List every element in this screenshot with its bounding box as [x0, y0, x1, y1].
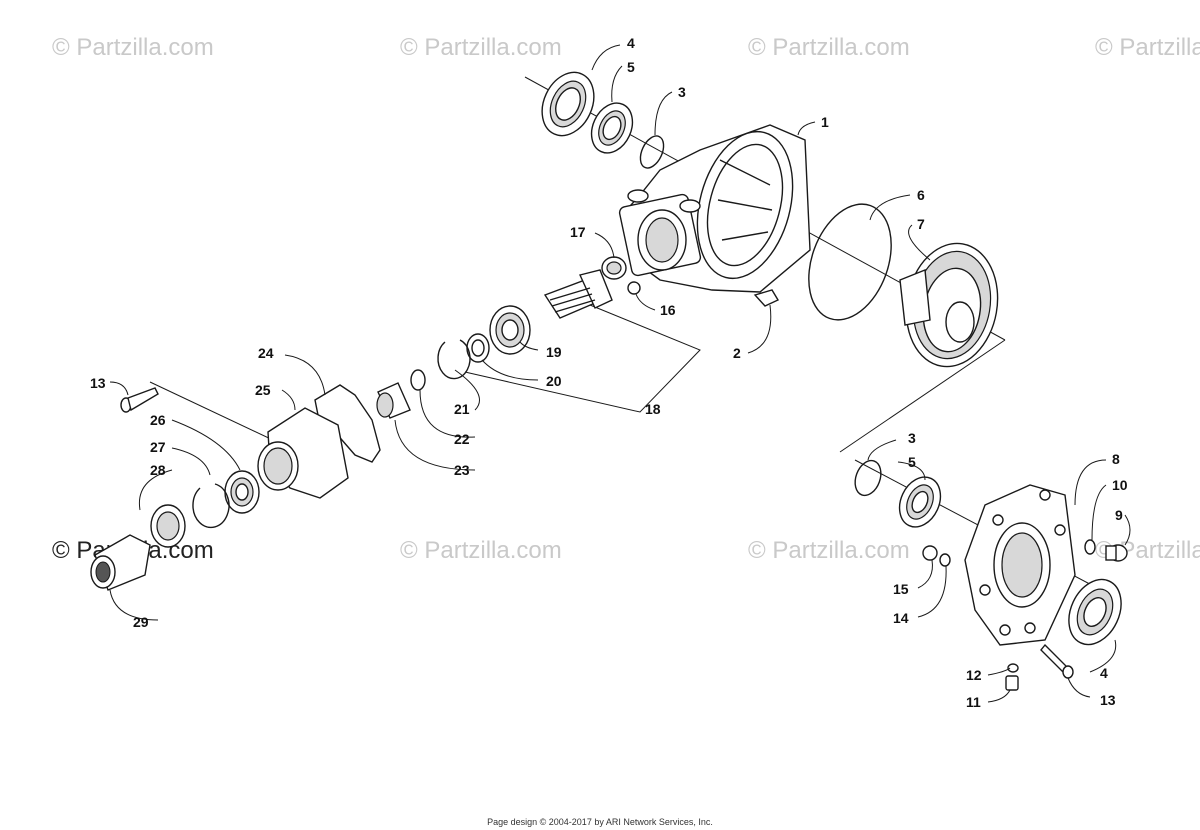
pinion-gear	[543, 269, 613, 319]
washer-part-10	[1084, 539, 1096, 555]
shim-part-3-top	[639, 135, 665, 169]
plug-part-15	[922, 545, 938, 561]
plug-part-16	[627, 281, 641, 295]
callout-26: 26	[150, 412, 166, 428]
callout-14: 14	[893, 610, 909, 626]
plug-part-9	[1105, 544, 1128, 562]
watermark: © Partzilla.com	[748, 34, 910, 61]
callout-3: 3	[678, 84, 686, 100]
washer-part-12	[1007, 663, 1019, 673]
o-ring-part-6	[808, 203, 892, 321]
callout-20: 20	[546, 373, 562, 389]
callout-13: 13	[90, 375, 106, 391]
watermark: © Partzilla.com	[400, 34, 562, 61]
seal-part-4-right	[1068, 578, 1122, 646]
callout-13-right: 13	[1100, 692, 1116, 708]
bearing-part-26	[224, 470, 260, 514]
callout-29: 29	[133, 614, 149, 630]
bolt-part-13-right	[1040, 643, 1074, 679]
leader-lines	[109, 44, 1131, 703]
callout-1: 1	[821, 114, 829, 130]
callout-19: 19	[546, 344, 562, 360]
seal-part-28	[150, 504, 186, 548]
watermark: © Partzilla.com	[1095, 34, 1200, 61]
callout-6: 6	[917, 187, 925, 203]
callout-2: 2	[733, 345, 741, 361]
callout-4: 4	[627, 35, 635, 51]
bearing-part-5-right	[898, 476, 942, 528]
ring-gear-part-7	[899, 242, 999, 368]
needle-bearing-part-23	[376, 382, 411, 419]
callout-5-right: 5	[908, 454, 916, 470]
watermark: © Partzilla.com	[400, 537, 562, 564]
yoke-part-29	[90, 534, 151, 591]
pinion-housing-part-25	[257, 407, 349, 499]
callout-labels: 1 2 3 4 5 6 7 8 9 10 11 12 13 14 15 16 1…	[90, 35, 1128, 710]
cover-part-8	[964, 484, 1076, 646]
shim-part-3-right	[854, 459, 882, 497]
callout-8: 8	[1112, 451, 1120, 467]
vent-fitting-part-2	[753, 289, 780, 307]
watermark: © Partzilla.com	[52, 34, 214, 61]
callout-15: 15	[893, 581, 909, 597]
ring-part-22	[410, 369, 426, 391]
callout-23: 23	[454, 462, 470, 478]
callout-25: 25	[255, 382, 271, 398]
bearing-part-17	[601, 256, 627, 280]
race-part-20	[466, 333, 490, 363]
housing-part-1	[618, 124, 811, 293]
bolt-part-11	[1005, 675, 1019, 691]
callout-27: 27	[150, 439, 166, 455]
callout-16: 16	[660, 302, 676, 318]
bearing-part-5-top	[590, 102, 634, 154]
seal-part-4-top	[541, 71, 595, 137]
snap-ring-part-21	[437, 339, 471, 380]
callout-21: 21	[454, 401, 470, 417]
bearing-part-19	[489, 305, 531, 355]
callout-7: 7	[917, 216, 925, 232]
washer-part-14	[939, 553, 951, 567]
callout-11: 11	[966, 694, 981, 710]
callout-17: 17	[570, 224, 586, 240]
callout-18: 18	[645, 401, 661, 417]
footer-copyright: Page design © 2004-2017 by ARI Network S…	[487, 817, 713, 827]
callout-12: 12	[966, 667, 982, 683]
callout-4-right: 4	[1100, 665, 1108, 681]
callout-3-right: 3	[908, 430, 916, 446]
callout-28: 28	[150, 462, 166, 478]
callout-22: 22	[454, 431, 470, 447]
snap-ring-part-27	[192, 483, 230, 529]
watermark: © Partzilla.com	[748, 537, 910, 564]
callout-5: 5	[627, 59, 635, 75]
callout-9: 9	[1115, 507, 1123, 523]
callout-24: 24	[258, 345, 274, 361]
callout-10: 10	[1112, 477, 1128, 493]
bolt-part-13-left	[120, 387, 159, 413]
